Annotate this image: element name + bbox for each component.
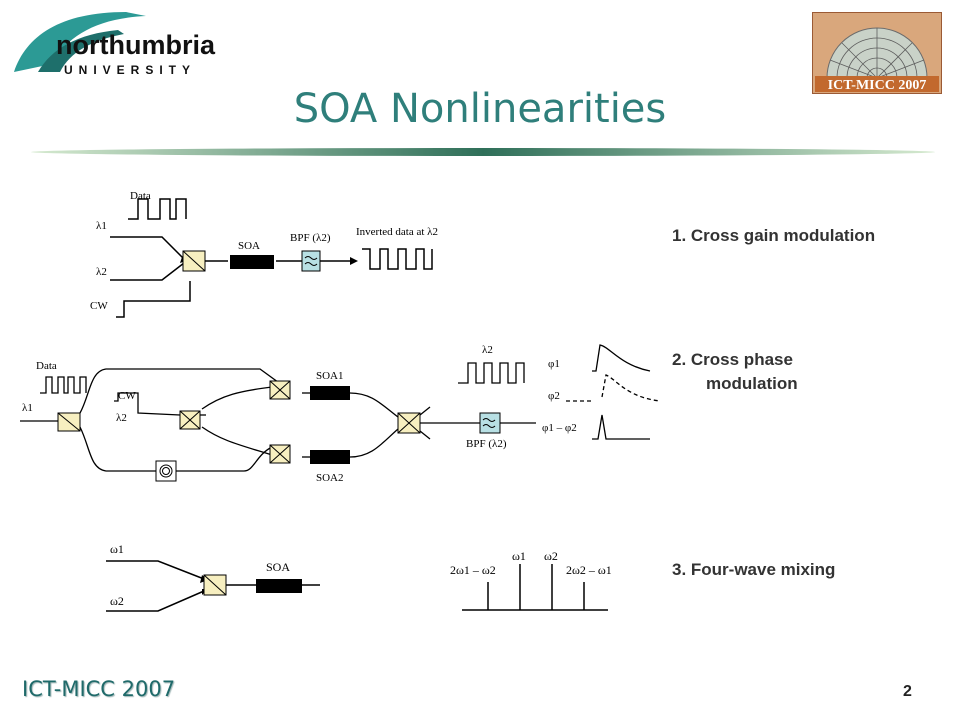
- phi1-trace: [592, 344, 651, 372]
- bpf-filter-icon: [301, 250, 321, 272]
- logo-swoosh-inner: [38, 30, 124, 72]
- spec-label-w2: ω2: [544, 549, 558, 563]
- slide-number: 2: [903, 683, 912, 700]
- xpm-output-pulses-icon: [458, 362, 525, 384]
- xpm-bpf-icon: [479, 412, 501, 434]
- xpm-label-bpf: BPF (λ2): [466, 438, 507, 450]
- label-bpf: BPF (λ2): [290, 232, 331, 244]
- label-phi-diff: φ1 – φ2: [542, 422, 577, 434]
- label-cw: CW: [90, 300, 108, 312]
- inverted-pulses-icon: [362, 248, 433, 270]
- xpm-data-pulses-icon: [40, 376, 87, 394]
- label-phi2: φ2: [548, 390, 560, 402]
- fwm-label-soa: SOA: [266, 560, 290, 574]
- lambda2-line: [110, 262, 185, 281]
- label-phi1: φ1: [548, 358, 560, 370]
- fwm-soa-block: [256, 579, 302, 593]
- cw-line: [116, 281, 191, 318]
- xpm-label-out-lambda2: λ2: [482, 344, 493, 356]
- label-inverted: Inverted data at λ2: [356, 226, 438, 238]
- label-soa: SOA: [238, 240, 260, 252]
- badge-grid-icon: [829, 28, 925, 79]
- data-pulses-icon: [128, 198, 187, 220]
- xpm-label-soa2: SOA2: [316, 472, 344, 484]
- fwm-label-omega1: ω1: [110, 542, 124, 556]
- delay-line-icon: [155, 460, 177, 482]
- northumbria-logo: northumbria UNIVERSITY: [14, 12, 216, 77]
- xpm-label-lambda2: λ2: [116, 412, 127, 424]
- soa1-block: [310, 386, 350, 400]
- xpm-label-data: Data: [36, 360, 57, 372]
- footer-conference: ICT-MICC 2007: [22, 677, 176, 701]
- label-lambda1: λ1: [96, 220, 107, 232]
- fwm-spectrum: 2ω1 – ω2 ω1 ω2 2ω2 – ω1: [450, 549, 612, 611]
- xpm-label-lambda1: λ1: [22, 402, 33, 414]
- spec-label-left: 2ω1 – ω2: [450, 563, 496, 577]
- soa2-block: [310, 450, 350, 464]
- item-cross-phase-line1: 2. Cross phase: [672, 350, 793, 369]
- soa-block: [230, 255, 274, 269]
- xpm-diagram: Data λ1 CW λ2 SOA1 SOA2 λ2 BPF (λ2) φ1 φ…: [20, 344, 660, 484]
- item-four-wave: 3. Four-wave mixing: [672, 560, 836, 579]
- spec-label-w1: ω1: [512, 549, 526, 563]
- label-lambda2: λ2: [96, 266, 107, 278]
- fwm-diagram: ω1 ω2 SOA: [106, 542, 320, 612]
- lambda1-line: [110, 236, 185, 260]
- logo-swoosh: [14, 12, 146, 72]
- phi-diff-trace: [592, 414, 650, 440]
- xpm-label-soa1: SOA1: [316, 370, 344, 382]
- spec-label-right: 2ω2 – ω1: [566, 563, 612, 577]
- label-data: Data: [130, 190, 151, 202]
- conference-badge: ICT-MICC 2007: [812, 12, 942, 94]
- item-cross-gain: 1. Cross gain modulation: [672, 226, 876, 245]
- title-divider: [31, 148, 935, 156]
- fwm-label-omega2: ω2: [110, 594, 124, 608]
- item-cross-phase-line2: modulation: [706, 374, 798, 393]
- xgm-diagram: Data λ1 λ2 CW SOA BPF (λ2) Inverted data…: [90, 190, 438, 318]
- page-title: SOA Nonlinearities: [293, 86, 667, 132]
- xpm-label-cw: CW: [118, 390, 136, 402]
- phi2-trace: [601, 374, 660, 402]
- badge-text: ICT-MICC 2007: [828, 78, 927, 93]
- logo-subtitle: UNIVERSITY: [64, 63, 196, 77]
- xpm-cw-line: [114, 392, 181, 416]
- logo-name: northumbria: [56, 30, 216, 60]
